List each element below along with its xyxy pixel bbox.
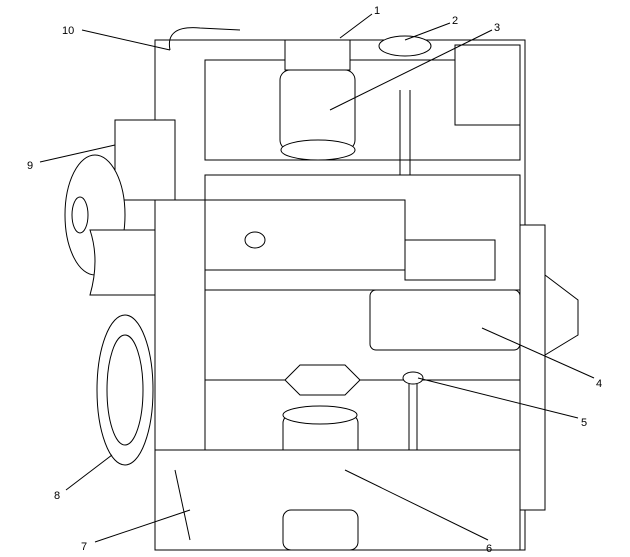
callout-5: 5	[581, 417, 587, 429]
crankshaft-pulley	[96, 314, 154, 466]
callout-8: 8	[54, 490, 60, 502]
engine-drawing	[64, 27, 579, 551]
pulley-groove	[106, 334, 144, 446]
leader-line-4	[481, 327, 595, 379]
front-cover	[154, 199, 206, 451]
leader-line-10	[81, 29, 171, 51]
callout-6: 6	[486, 543, 492, 555]
flywheel-housing	[519, 224, 546, 511]
leader-line-5	[417, 377, 579, 419]
callout-1: 1	[374, 5, 380, 17]
dipstick-handle	[402, 371, 424, 385]
solenoid	[404, 239, 496, 281]
intake-housing	[454, 44, 521, 126]
starter-motor	[369, 289, 521, 351]
callout-9: 9	[27, 160, 33, 172]
callout-4: 4	[596, 378, 602, 390]
fuel-filter-canister	[279, 69, 356, 151]
leader-line-3	[329, 29, 493, 111]
leader-line-9	[39, 144, 116, 163]
leader-line-2	[404, 22, 451, 41]
leader-line-6	[344, 469, 489, 541]
leader-line-7	[94, 509, 191, 543]
dipstick-tube	[408, 384, 418, 450]
callout-10: 10	[62, 25, 74, 37]
leader-line-1	[339, 13, 373, 39]
starter-nose	[544, 273, 579, 356]
callout-2: 2	[452, 15, 458, 27]
water-pump	[114, 119, 176, 201]
oil-filler-cap	[378, 35, 432, 57]
pipe	[168, 27, 241, 51]
filter-mount	[284, 364, 361, 396]
leader-line-8	[65, 454, 113, 491]
plug	[244, 231, 266, 249]
oil-filter-lower	[282, 509, 359, 551]
drain	[174, 469, 191, 541]
callout-7: 7	[81, 541, 87, 553]
fuel-filter-bottom	[280, 139, 356, 161]
callout-3: 3	[494, 22, 500, 34]
oil-filter-top	[282, 405, 358, 425]
callouts: 1 2 3 4 5 6 7 8 9 10	[27, 5, 602, 555]
oil-pan	[154, 449, 521, 551]
fuel-filter-head	[284, 39, 351, 71]
fan-hub	[71, 196, 89, 234]
water-outlet	[89, 229, 156, 296]
injection-pump	[204, 199, 406, 271]
